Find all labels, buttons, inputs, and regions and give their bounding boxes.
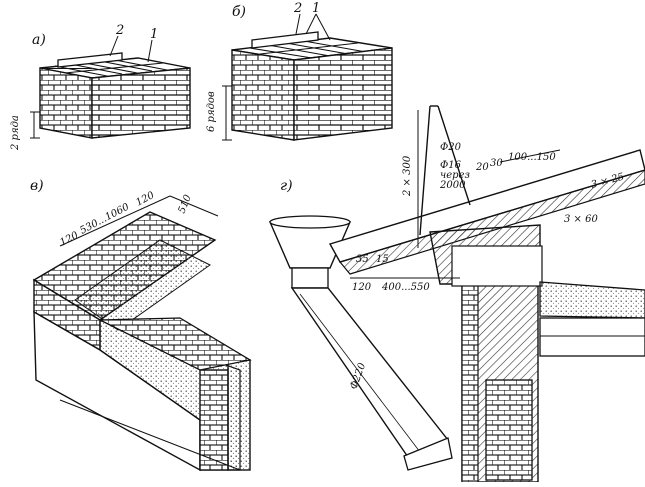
- panel-g-board-2: 3 × 60: [564, 214, 598, 225]
- panel-g-overhang: 100...150: [508, 152, 556, 163]
- panel-a-side-face: [39, 67, 93, 139]
- panel-g-w400: 400...550: [381, 282, 430, 293]
- panel-v-dim-120a: 120: [58, 230, 81, 249]
- panel-b-side-face: [231, 49, 295, 141]
- panel-b-callout-1: 1: [312, 1, 320, 16]
- panel-g-letter: г): [280, 178, 293, 194]
- panel-g-window-jamb: [485, 379, 533, 481]
- panel-b: б) 2 1 6 рядов: [206, 1, 393, 141]
- panel-g-rod-main: Ф20: [440, 142, 462, 153]
- panel-a-callout-2: 2: [115, 23, 124, 38]
- panel-a-course-label: 2 ряда: [10, 115, 21, 151]
- panel-v-wall-end-fill: [227, 359, 251, 471]
- panel-g-spacing: 2 × 300: [402, 155, 413, 197]
- panel-a: а) 2 1 2 ряда: [10, 23, 191, 151]
- panel-a-letter: а): [32, 32, 46, 48]
- panel-a-front-face: [91, 67, 191, 139]
- panel-g: г) Ф220 2 × 300 Ф20 Ф16 через 2000 20 30…: [268, 105, 645, 483]
- panel-b-course-label: 6 рядов: [206, 91, 217, 132]
- panel-g-w120: 120: [352, 282, 372, 293]
- panel-g-gap-30: 30: [490, 158, 503, 169]
- panel-v-wall-end: [199, 369, 229, 471]
- panel-v: в) 120 530...1060 120 510: [30, 178, 252, 472]
- panel-g-rod-secondary: Ф16: [440, 160, 462, 171]
- panel-g-roof-board: [338, 169, 645, 275]
- panel-g-rod-note-1: через: [440, 170, 470, 181]
- panel-b-front-face: [293, 47, 393, 141]
- panel-g-gap-20: 20: [475, 162, 489, 173]
- panel-g-h15: 15: [376, 254, 389, 265]
- panel-g-floor-slab: [539, 317, 645, 357]
- panel-g-h35: 35: [356, 254, 369, 265]
- panel-v-letter: в): [30, 178, 44, 194]
- panel-v-dim-510: 510: [177, 193, 195, 215]
- panel-a-raised-course: [57, 52, 123, 68]
- panel-a-callout-1: 1: [150, 27, 158, 42]
- panel-g-rod-note-2: 2000: [439, 180, 466, 191]
- panel-g-insulation-slab: [539, 281, 645, 319]
- panel-g-roof-slope: [328, 149, 645, 263]
- panel-v-wall-top-course: [99, 317, 252, 371]
- panel-b-callout-2: 2: [293, 1, 302, 16]
- panel-v-dim-120b: 120: [134, 190, 157, 209]
- panel-b-letter: б): [232, 4, 246, 20]
- panel-b-raised-course: [251, 31, 319, 49]
